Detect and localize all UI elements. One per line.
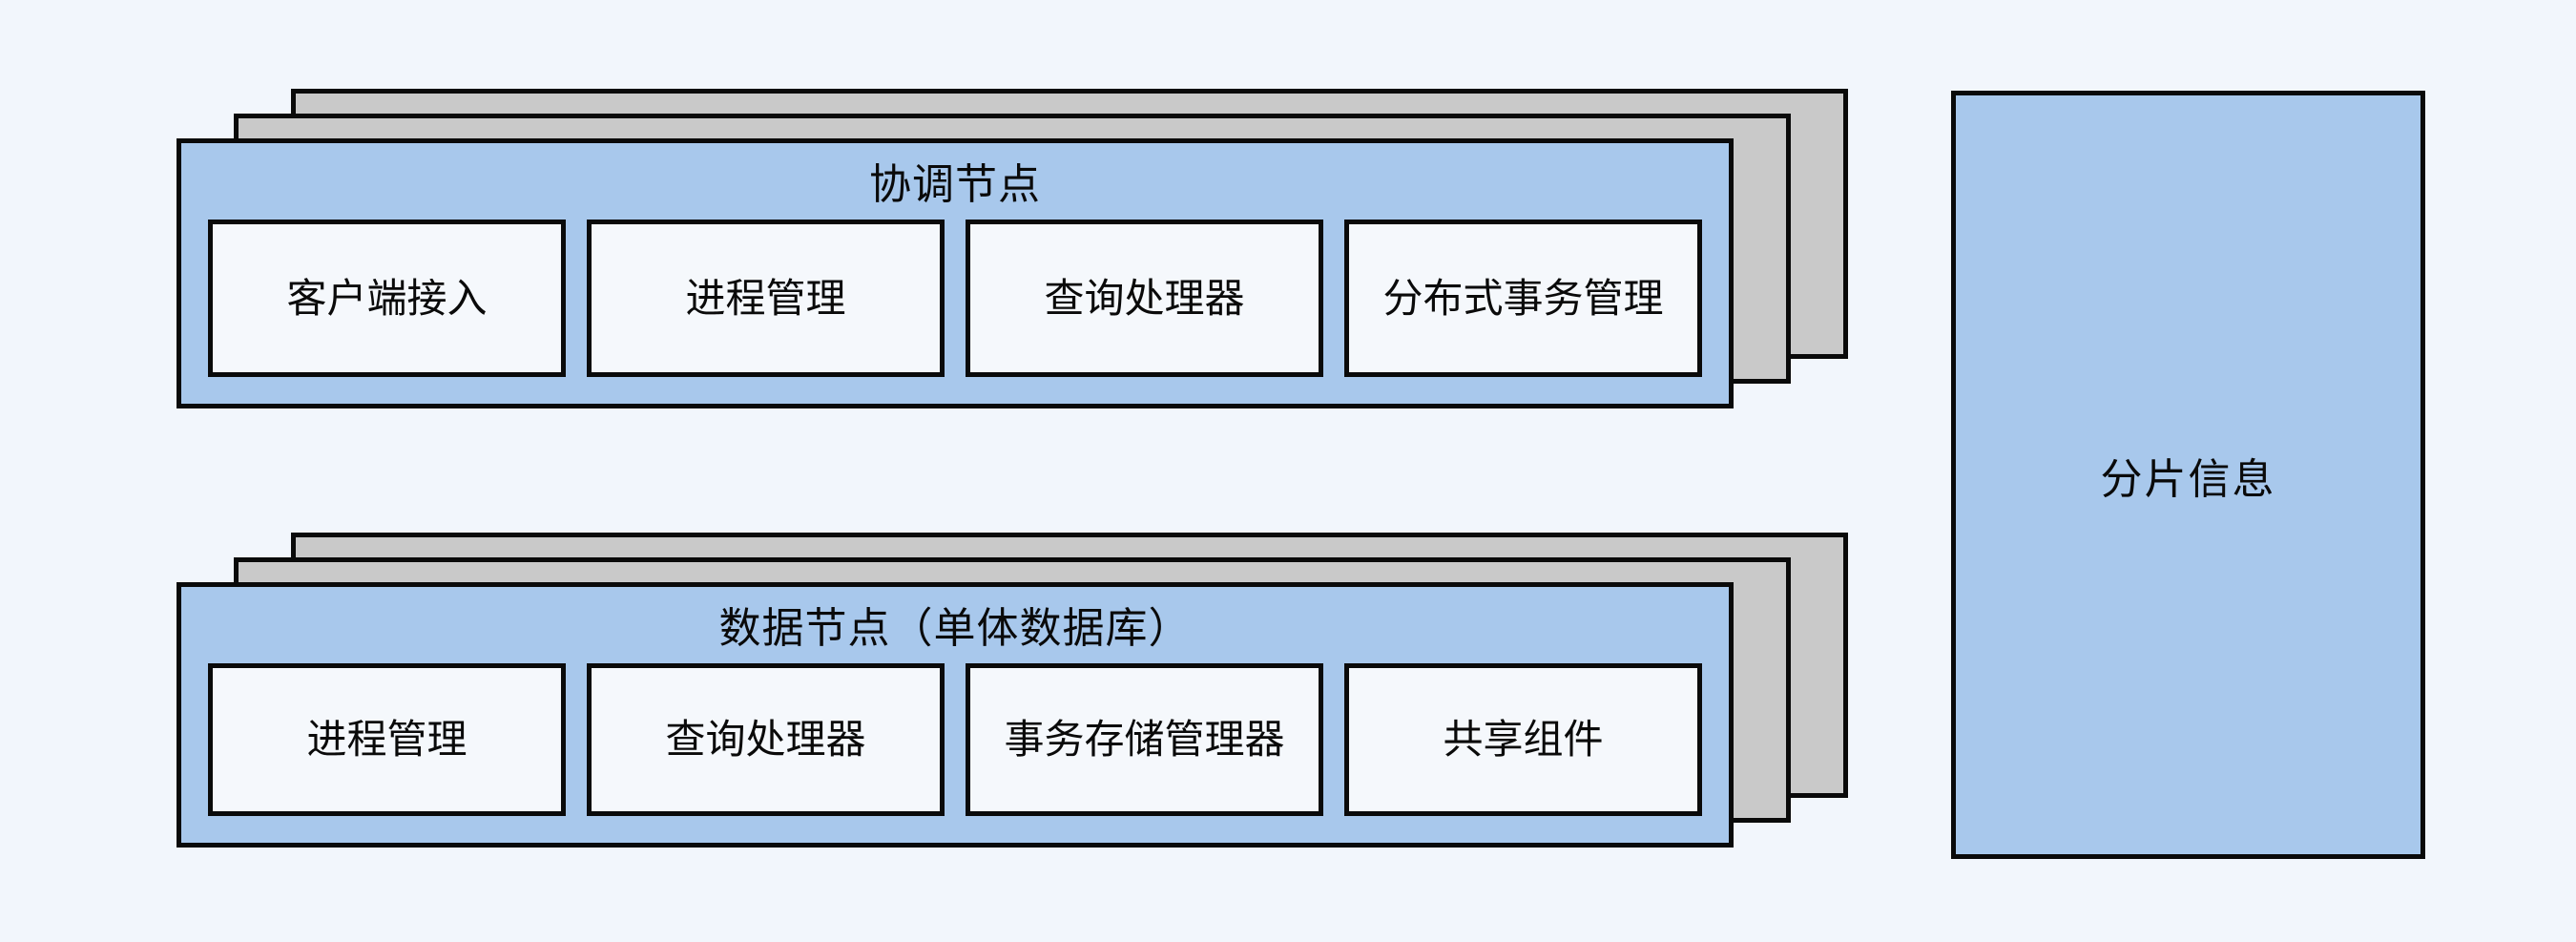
- node-card-coordinator[interactable]: 协调节点 客户端接入 进程管理 查询处理器 分布式事务管理: [177, 138, 1734, 408]
- component-box-shared-components[interactable]: 共享组件: [1344, 663, 1702, 816]
- side-panel-shard-info[interactable]: 分片信息: [1951, 91, 2425, 859]
- component-box-distributed-transaction-management[interactable]: 分布式事务管理: [1344, 220, 1702, 377]
- node-group-data: 数据节点（单体数据库） 进程管理 查询处理器 事务存储管理器 共享组件: [177, 533, 1848, 848]
- component-box-process-management[interactable]: 进程管理: [208, 663, 566, 816]
- side-panel-label-shard-info: 分片信息: [2100, 455, 2276, 503]
- component-box-client-access[interactable]: 客户端接入: [208, 220, 566, 377]
- node-group-coordinator: 协调节点 客户端接入 进程管理 查询处理器 分布式事务管理: [177, 89, 1848, 408]
- component-box-transaction-storage-manager[interactable]: 事务存储管理器: [966, 663, 1323, 816]
- component-box-query-processor[interactable]: 查询处理器: [966, 220, 1323, 377]
- component-row-data: 进程管理 查询处理器 事务存储管理器 共享组件: [181, 663, 1729, 843]
- node-title-coordinator: 协调节点: [869, 161, 1041, 208]
- node-card-data[interactable]: 数据节点（单体数据库） 进程管理 查询处理器 事务存储管理器 共享组件: [177, 582, 1734, 848]
- component-box-process-management[interactable]: 进程管理: [587, 220, 945, 377]
- component-row-coordinator: 客户端接入 进程管理 查询处理器 分布式事务管理: [181, 220, 1729, 404]
- node-title-data: 数据节点（单体数据库）: [718, 605, 1192, 652]
- component-box-query-processor[interactable]: 查询处理器: [587, 663, 945, 816]
